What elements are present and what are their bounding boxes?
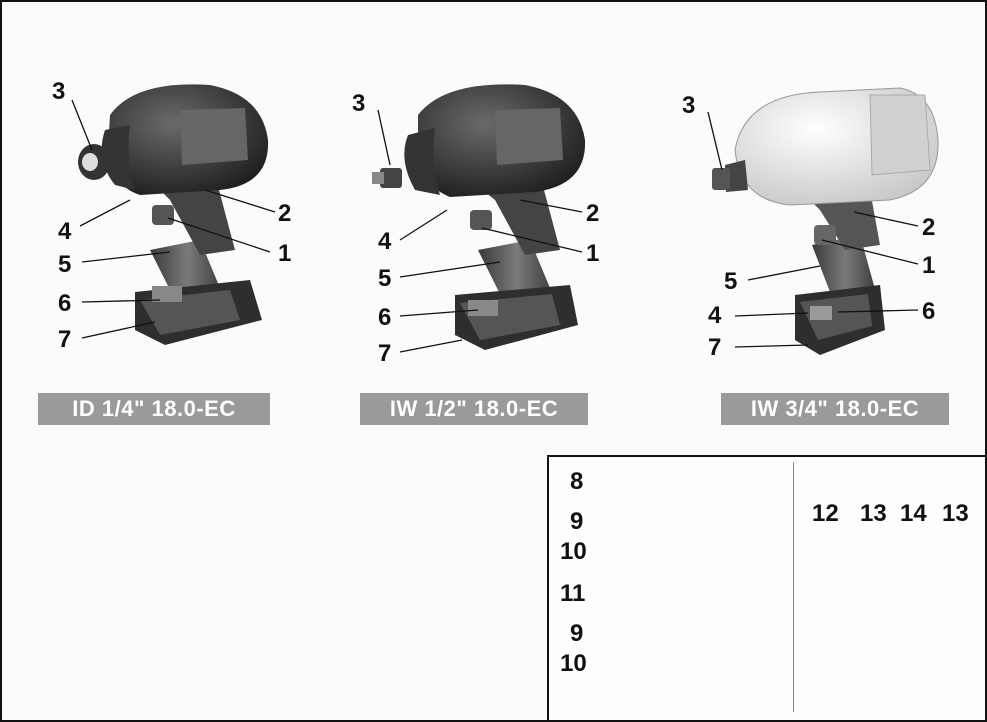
callout-acc-9a: 9 <box>570 508 584 535</box>
callout-t2-6: 6 <box>378 304 392 331</box>
callout-t3-4: 4 <box>708 302 722 329</box>
callout-acc-10b: 10 <box>560 650 587 677</box>
callout-t3-7: 7 <box>708 334 722 361</box>
accessories-divider <box>793 462 794 712</box>
impact-wrench-1 <box>372 84 586 350</box>
callout-t2-5: 5 <box>378 265 392 292</box>
callout-t1-1: 1 <box>278 240 292 267</box>
impact-wrench-2 <box>712 87 939 355</box>
callout-t2-2: 2 <box>586 200 600 227</box>
callout-acc-14: 14 <box>900 500 927 527</box>
callout-t1-3: 3 <box>52 78 66 105</box>
callout-acc-9b: 9 <box>570 620 584 647</box>
model-label-3: IW 3/4" 18.0-EC <box>721 393 949 425</box>
model-label-2: IW 1/2" 18.0-EC <box>360 393 588 425</box>
callout-t1-4: 4 <box>58 218 72 245</box>
callout-t3-1: 1 <box>922 252 936 279</box>
callout-t2-7: 7 <box>378 340 392 367</box>
callout-acc-13a: 13 <box>860 500 887 527</box>
callout-t1-2: 2 <box>278 200 292 227</box>
callout-t3-2: 2 <box>922 214 936 241</box>
callout-t2-3: 3 <box>352 90 366 117</box>
callout-t1-5: 5 <box>58 251 72 278</box>
impact-driver-1 <box>78 84 269 345</box>
callout-t1-7: 7 <box>58 326 72 353</box>
callout-t2-4: 4 <box>378 228 392 255</box>
callout-acc-11: 11 <box>560 580 586 607</box>
callout-t1-6: 6 <box>58 290 72 317</box>
model-label-1: ID 1/4" 18.0-EC <box>38 393 270 425</box>
accessories-panel <box>547 455 987 722</box>
callout-t3-6: 6 <box>922 298 936 325</box>
callout-acc-13b: 13 <box>942 500 969 527</box>
callout-t3-5: 5 <box>724 268 738 295</box>
callout-acc-10a: 10 <box>560 538 587 565</box>
callout-acc-12: 12 <box>812 500 839 527</box>
callout-t2-1: 1 <box>586 240 600 267</box>
callout-acc-8: 8 <box>570 468 584 495</box>
callout-t3-3: 3 <box>682 92 696 119</box>
